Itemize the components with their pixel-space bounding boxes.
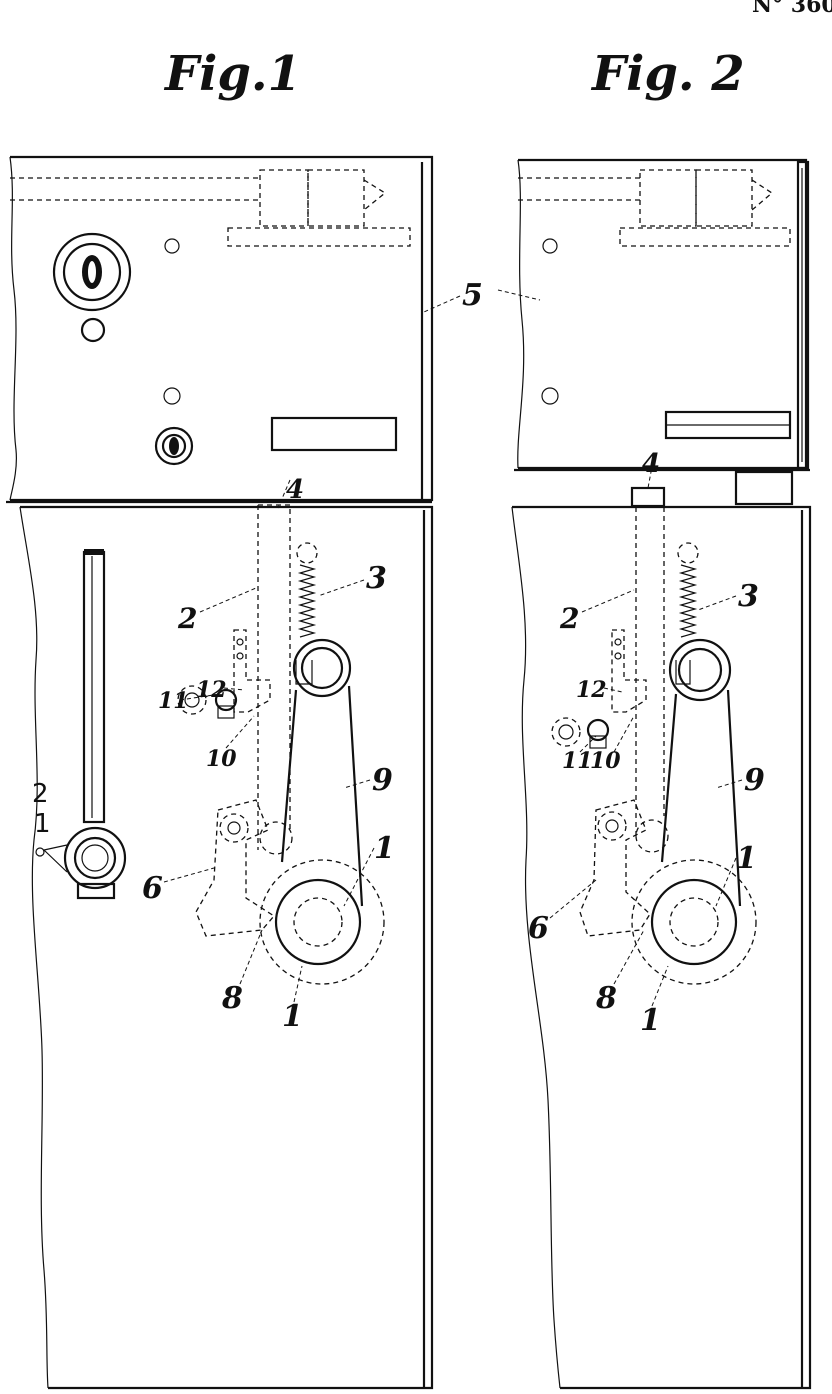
patent-number: N° 360 <box>752 0 832 18</box>
fig1-label-3: 3 <box>366 561 387 596</box>
fig2-label-2: 2 <box>559 602 579 635</box>
fig2-label-12: 12 <box>576 677 607 703</box>
fig1-label-6: 6 <box>142 871 163 906</box>
fig1-label-12: 12 <box>196 677 227 703</box>
fig1-label-1-top: 1 <box>374 831 395 866</box>
fig1-label-4: 4 <box>286 475 304 505</box>
fig1-lower-housing: 2 1 4 2 3 9 1 1 <box>19 475 434 1390</box>
fig2-label-1-bottom: 1 <box>640 1003 661 1038</box>
fig1-label-8: 8 <box>221 981 243 1016</box>
fig2-label-10: 10 <box>590 748 621 774</box>
figure-1: Fig.1 5 <box>6 46 483 1390</box>
fig1-label-11: 11 <box>158 688 189 714</box>
fig1-side-label-2: 2 <box>32 779 49 809</box>
fig1-label-10: 10 <box>206 746 237 772</box>
fig2-label-8: 8 <box>595 981 617 1016</box>
fig1-upper-housing: 5 <box>6 155 483 504</box>
fig2-upper-housing <box>497 158 810 506</box>
fig2-label-3: 3 <box>738 579 759 614</box>
fig2-lower-housing: 4 2 3 9 1 1 <box>511 449 812 1390</box>
fig1-label-1-bottom: 1 <box>282 999 303 1034</box>
fig2-label-6: 6 <box>528 911 549 946</box>
fig1-side-label-1: 1 <box>34 809 51 839</box>
figure-1-title: Fig.1 <box>163 46 301 102</box>
fig2-label-4: 4 <box>642 449 660 479</box>
fig2-label-9: 9 <box>744 763 765 798</box>
figure-2-title: Fig. 2 <box>590 46 745 102</box>
figure-2: Fig. 2 <box>497 46 812 1390</box>
fig1-label-9: 9 <box>372 763 393 798</box>
fig1-label-2: 2 <box>177 602 197 635</box>
fig2-label-11: 11 <box>562 748 593 774</box>
fig1-label-5: 5 <box>462 278 483 313</box>
fig2-label-1-top: 1 <box>736 841 757 876</box>
